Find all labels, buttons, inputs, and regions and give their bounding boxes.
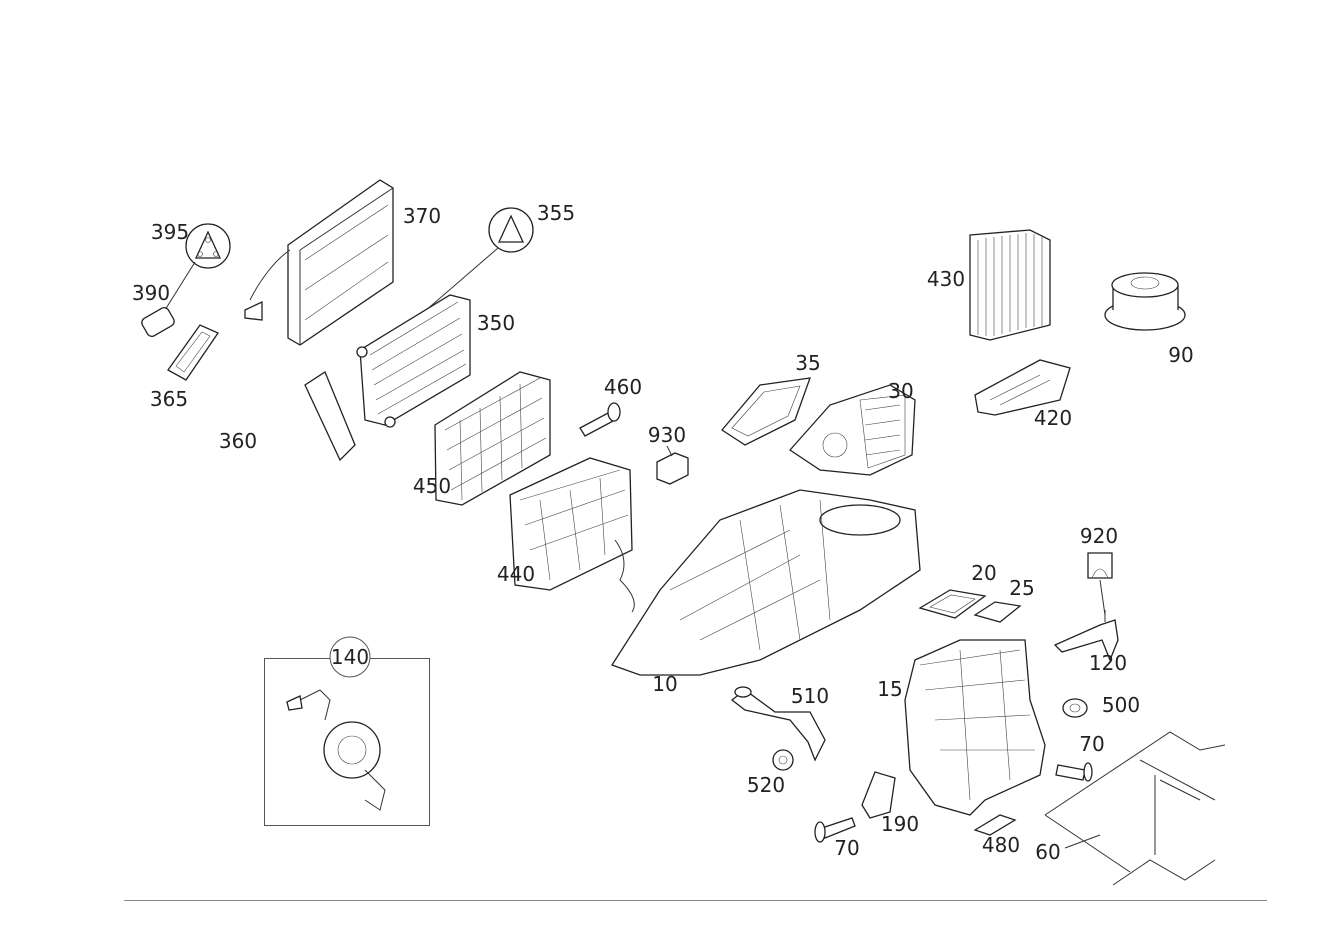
part-350-evaporator	[356, 294, 471, 428]
part-15-lower-housing	[904, 639, 1046, 816]
label-15: 15	[877, 677, 903, 701]
part-420-cover	[974, 359, 1071, 416]
label-370: 370	[402, 204, 442, 228]
label-120: 120	[1088, 651, 1128, 675]
part-500-clip	[1062, 698, 1088, 718]
label-460: 460	[603, 375, 643, 399]
part-390-valve	[141, 307, 175, 337]
label-20: 20	[971, 561, 997, 585]
part-440-housing-cover	[509, 457, 635, 613]
part-360-pipe	[208, 359, 356, 468]
label-70-bottom: 70	[834, 836, 860, 860]
label-510: 510	[790, 684, 830, 708]
label-920: 920	[1079, 524, 1119, 548]
label-30: 30	[888, 379, 914, 403]
part-510-bracket	[730, 686, 826, 762]
part-520-nut	[772, 749, 794, 771]
label-500: 500	[1101, 693, 1141, 717]
part-140-pump	[286, 689, 386, 811]
part-10-main-housing	[611, 489, 921, 676]
part-140-box	[264, 636, 430, 826]
label-420: 420	[1033, 406, 1073, 430]
label-450: 450	[412, 474, 452, 498]
label-390: 390	[131, 281, 171, 305]
part-430-cabin-filter	[969, 229, 1051, 341]
label-930: 930	[647, 423, 687, 447]
label-35: 35	[795, 351, 821, 375]
part-35-gasket	[721, 377, 811, 446]
label-355: 355	[536, 201, 576, 225]
part-920-label	[1087, 552, 1113, 616]
part-120-sensor	[1053, 610, 1119, 662]
part-70-screw-bottom	[814, 817, 856, 843]
label-60: 60	[1035, 840, 1061, 864]
label-25: 25	[1009, 576, 1035, 600]
label-360: 360	[218, 429, 258, 453]
label-140: 140	[330, 645, 370, 669]
label-365: 365	[149, 387, 189, 411]
part-480-flap	[973, 814, 1017, 836]
label-10: 10	[652, 672, 678, 696]
part-90-blower-motor	[1104, 272, 1186, 331]
part-395-seal	[159, 223, 231, 319]
part-20-gasket	[918, 589, 987, 619]
part-930-label	[656, 445, 689, 485]
label-520: 520	[746, 773, 786, 797]
label-90: 90	[1168, 343, 1194, 367]
part-60-wiring-harness	[1044, 731, 1226, 886]
part-70-screw-right	[1055, 762, 1093, 782]
part-25-gasket	[973, 601, 1022, 623]
label-190: 190	[880, 812, 920, 836]
part-460-screw	[579, 402, 621, 437]
label-395: 395	[150, 220, 190, 244]
label-480: 480	[981, 833, 1021, 857]
label-70-right: 70	[1079, 732, 1105, 756]
label-350: 350	[476, 311, 516, 335]
label-430: 430	[926, 267, 966, 291]
part-190-actuator	[861, 771, 896, 819]
label-440: 440	[496, 562, 536, 586]
part-370-heater-core	[244, 179, 394, 346]
part-30-blower-housing	[789, 384, 916, 476]
part-355-seal	[379, 207, 534, 351]
part-365-gasket	[167, 324, 219, 381]
part-450-grid	[434, 371, 551, 506]
